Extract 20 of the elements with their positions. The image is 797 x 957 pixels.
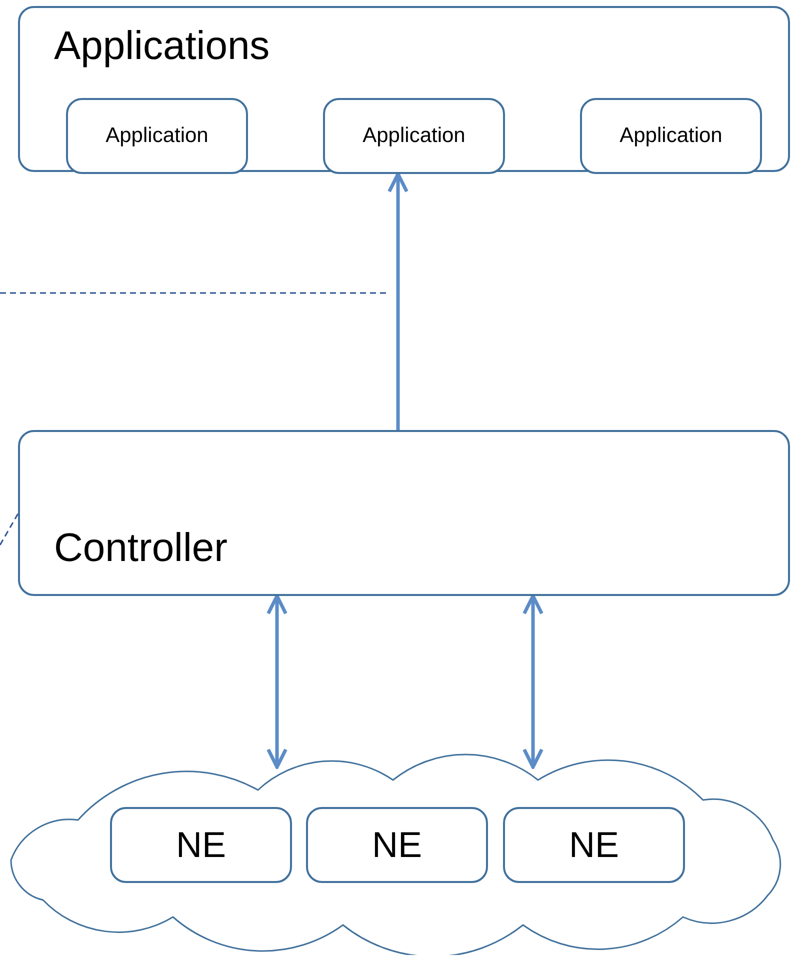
applications-layer xyxy=(18,6,790,172)
network-element-box xyxy=(110,807,292,883)
node-label: Controller xyxy=(54,526,228,570)
node-label: NE xyxy=(372,823,422,867)
application-box xyxy=(323,98,505,174)
double-arrow xyxy=(522,594,544,769)
arrow xyxy=(388,172,408,430)
dashed-line xyxy=(0,512,20,546)
node-label: NE xyxy=(176,823,226,867)
network-element-box xyxy=(306,807,488,883)
network-element-box xyxy=(503,807,685,883)
application-box xyxy=(580,98,762,174)
controller-box xyxy=(18,430,790,596)
node-label: Application xyxy=(106,123,208,149)
node-label: Applications xyxy=(54,24,270,68)
application-box xyxy=(66,98,248,174)
double-arrow xyxy=(266,594,288,769)
node-label: Application xyxy=(620,123,722,149)
node-label: NE xyxy=(568,823,619,867)
node-label: Application xyxy=(362,123,466,149)
